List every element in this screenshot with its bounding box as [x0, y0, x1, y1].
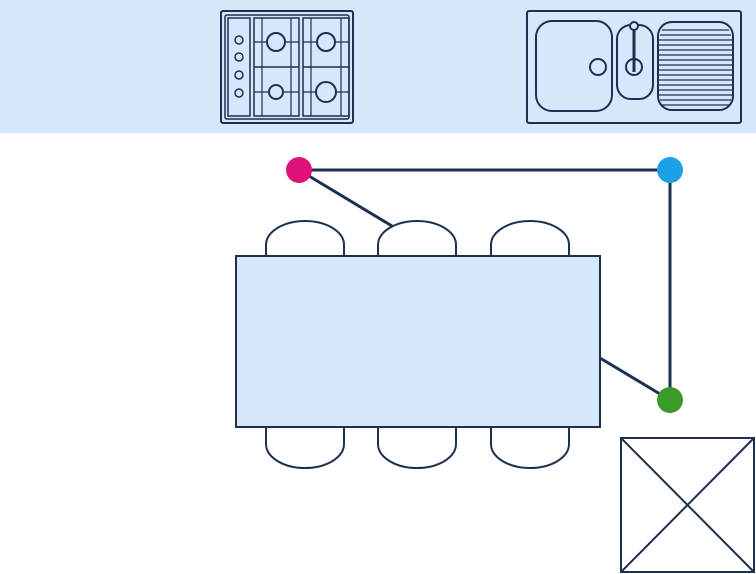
burner: [316, 32, 336, 52]
triangle-edge: [599, 356, 671, 402]
cooktop-point: [286, 157, 312, 183]
chair: [377, 427, 457, 469]
faucet-handle: [629, 21, 639, 31]
storage-box: [620, 437, 755, 573]
chair: [265, 220, 345, 256]
sink-point: [657, 157, 683, 183]
burner: [315, 81, 337, 103]
gas-cooktop: [220, 10, 354, 124]
chair: [377, 220, 457, 256]
chair: [265, 427, 345, 469]
fridge-point: [657, 387, 683, 413]
drain: [589, 58, 607, 76]
burner: [266, 32, 286, 52]
control-knob: [234, 35, 244, 45]
control-knob: [234, 88, 244, 98]
chairs-top: [265, 220, 570, 256]
chair: [490, 220, 570, 256]
burner: [268, 84, 284, 100]
chair: [490, 427, 570, 469]
triangle-edge: [298, 168, 393, 228]
chairs-bottom: [265, 427, 570, 469]
control-knob: [234, 70, 244, 80]
sink-basin: [535, 20, 613, 112]
work-triangle: [298, 168, 672, 402]
kitchen-sink: [526, 10, 742, 124]
dining-table: [235, 255, 601, 428]
control-knob: [234, 52, 244, 62]
counter-band: [0, 0, 756, 133]
drainboard: [657, 21, 734, 111]
